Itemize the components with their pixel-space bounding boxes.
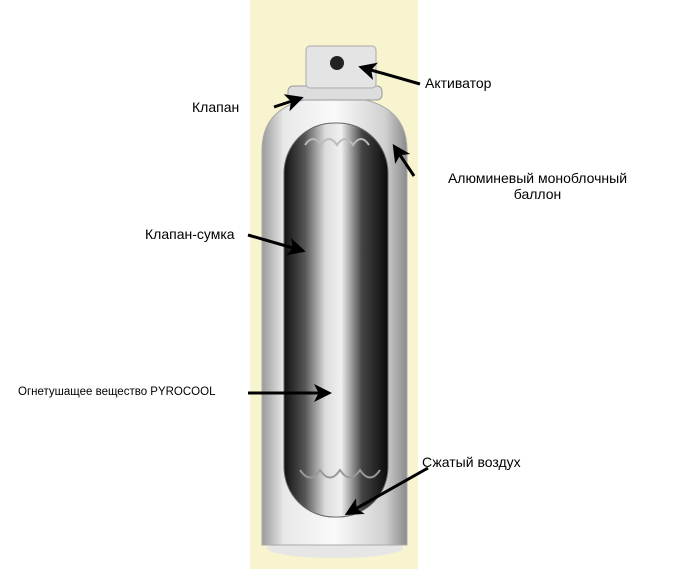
bag-folds <box>304 138 370 147</box>
arrow-can <box>392 144 416 177</box>
label-valve: Клапан <box>192 99 240 115</box>
label-can-line1: Алюминевый моноблочный <box>447 170 628 186</box>
label-air: Сжатый воздух <box>422 454 521 470</box>
arrow-activator <box>358 62 421 86</box>
bag-bottom <box>299 468 381 479</box>
label-activator: Активатор <box>425 75 492 91</box>
label-agent: Огнетушащее вещество PYROCOOL <box>18 386 216 398</box>
label-can-line2: баллон <box>513 186 562 202</box>
label-can: Алюминевый моноблочный баллон <box>420 170 655 202</box>
arrow-air <box>344 466 429 515</box>
nozzle <box>330 56 344 70</box>
bag-cutout <box>283 122 389 518</box>
label-bag-valve: Клапан-сумка <box>145 226 235 242</box>
arrow-bag-valve <box>247 233 306 256</box>
arrow-valve <box>273 94 304 112</box>
